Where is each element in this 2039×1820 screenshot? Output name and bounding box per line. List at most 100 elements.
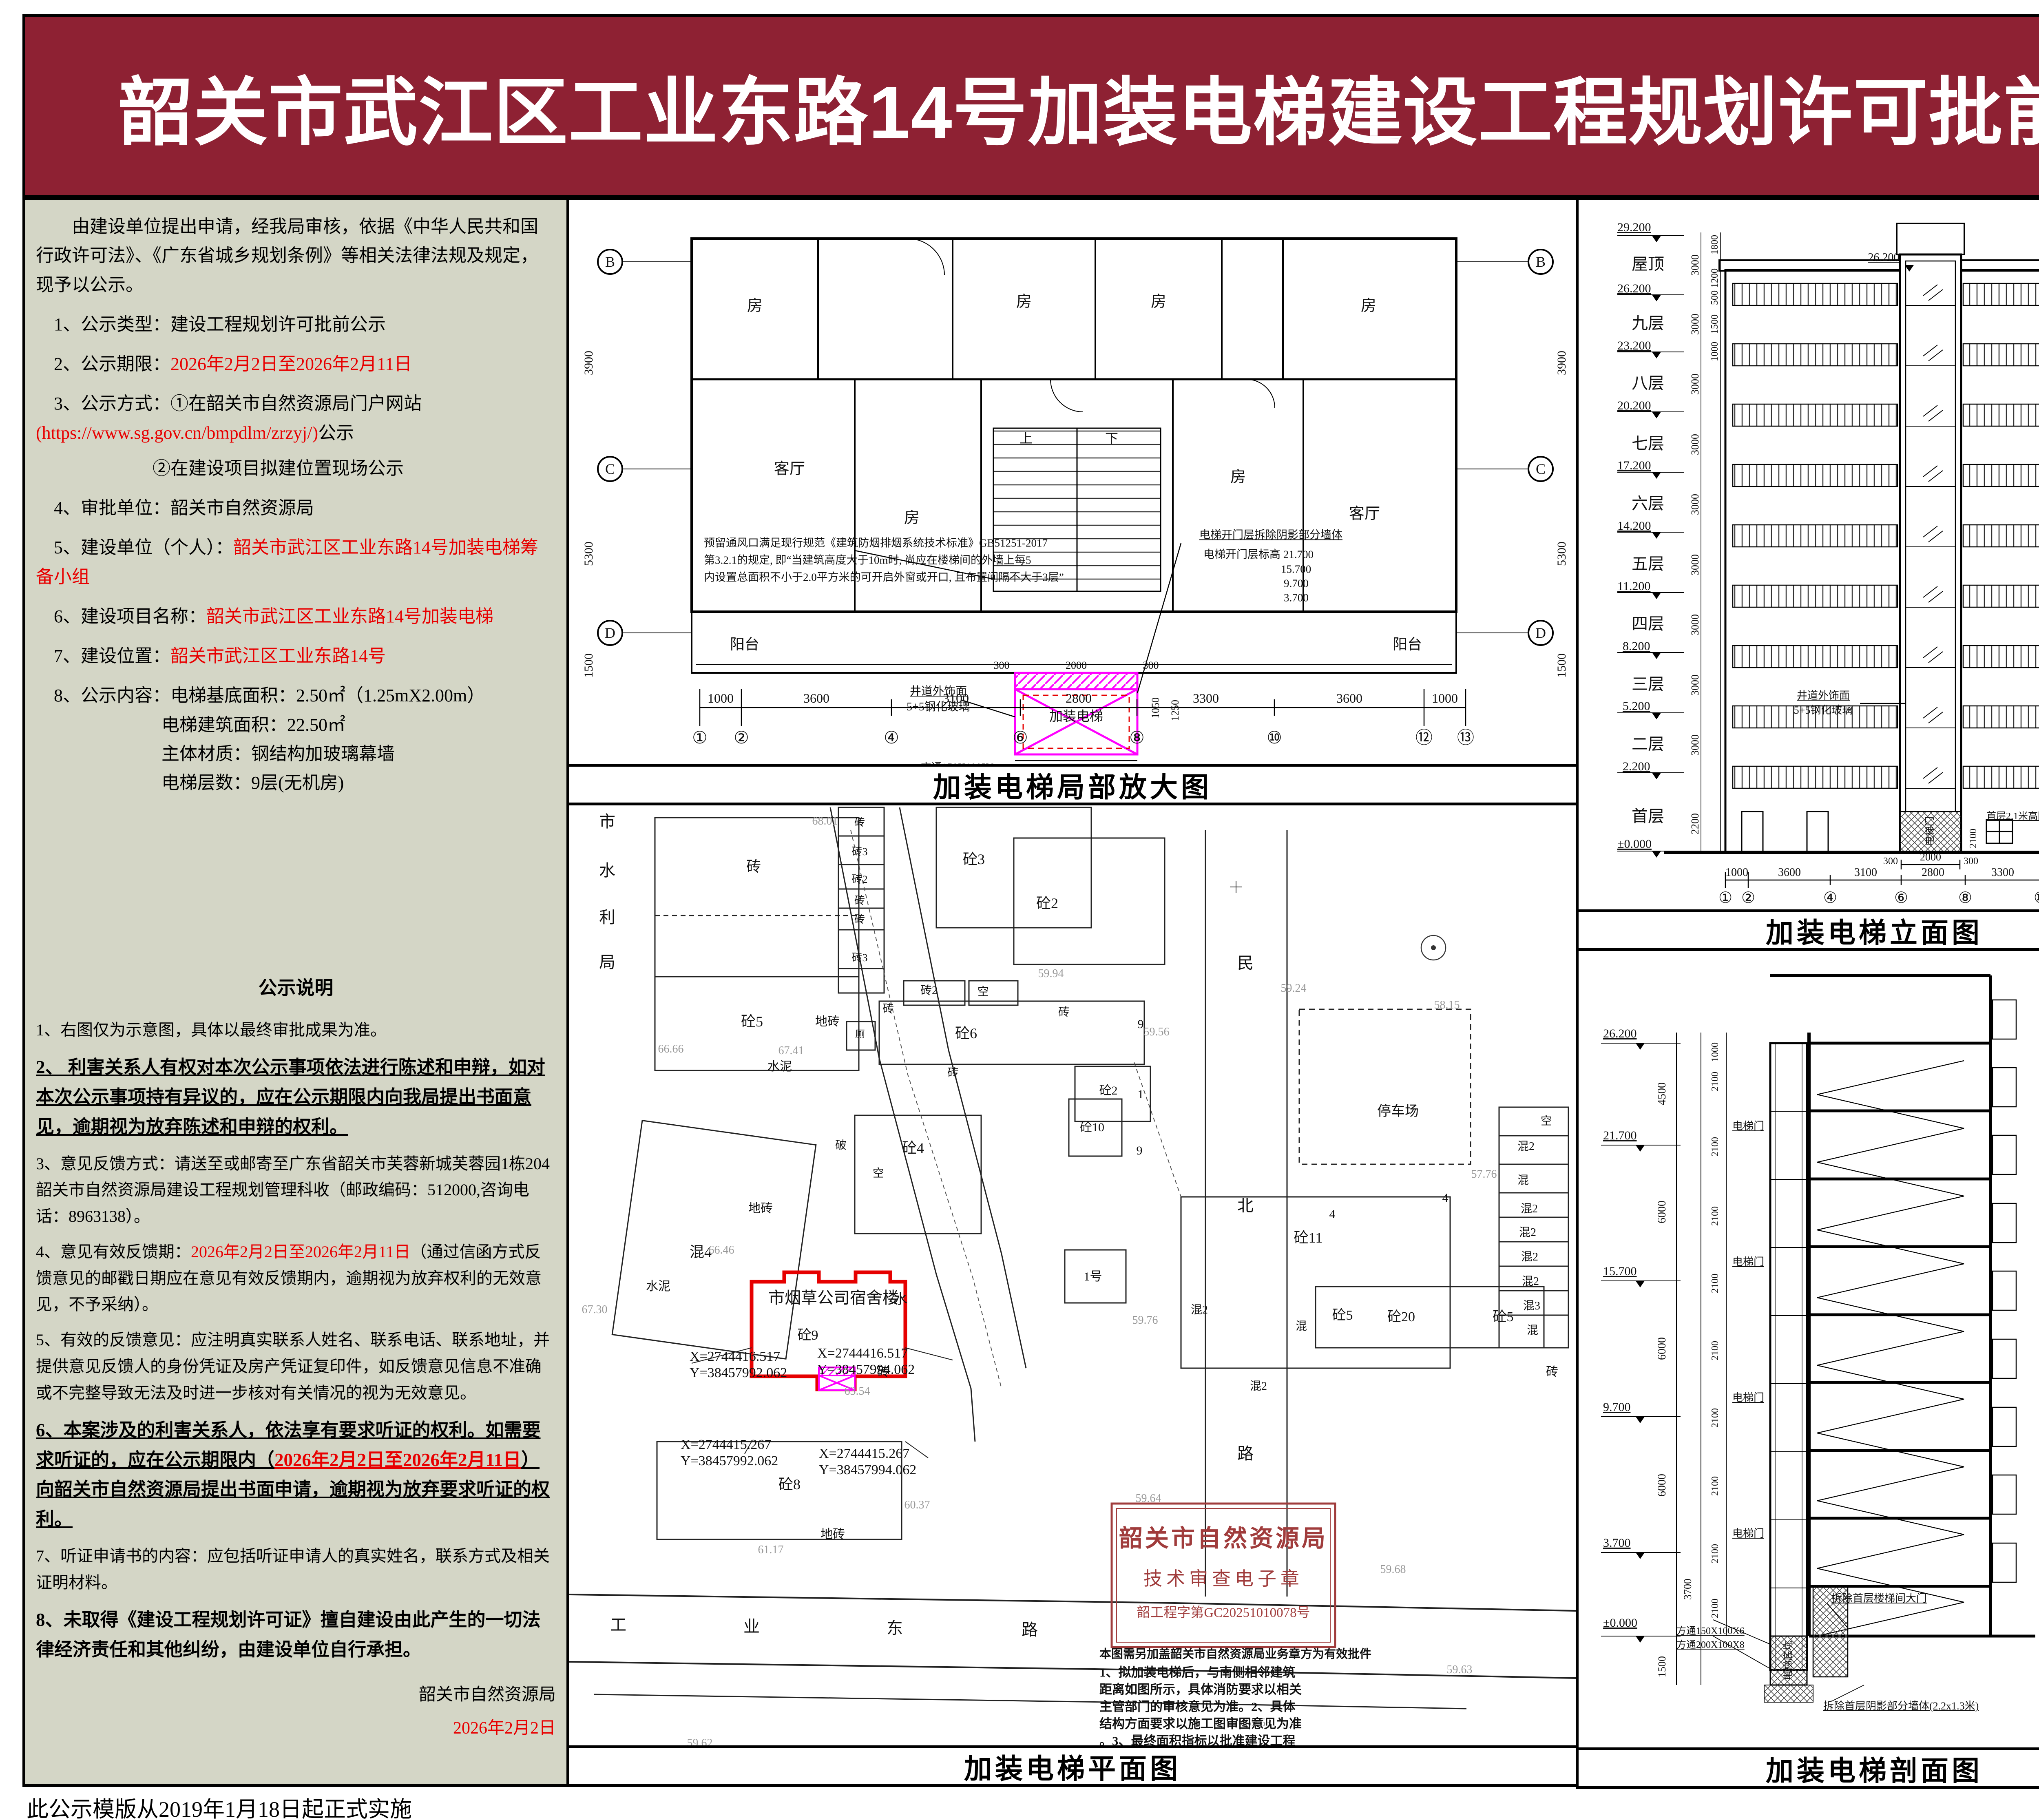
label: 厕 — [855, 1029, 865, 1040]
label: 砼5 — [1493, 1309, 1514, 1325]
label: 混4 — [689, 1244, 712, 1260]
label: 1500 — [1555, 653, 1568, 678]
label: 2100 — [1710, 1206, 1721, 1226]
label: D — [605, 625, 615, 641]
label: 3300 — [1991, 866, 2014, 879]
label: 砖2 — [851, 874, 868, 885]
label: 砼4 — [902, 1140, 924, 1156]
label: 9.700 — [1603, 1400, 1631, 1414]
paragraph: 主体材质：钢结构加玻璃幕墙 — [161, 743, 395, 764]
label: 300 — [1964, 856, 1978, 867]
label: 6000 — [1656, 1474, 1668, 1497]
paragraph: 韶关市自然资源局 — [418, 1685, 573, 1704]
label: 砼2 — [1036, 895, 1059, 911]
label: 1500 — [1709, 314, 1720, 334]
label: 3100 — [943, 691, 969, 705]
label: 水泥 — [646, 1280, 670, 1293]
label: 20.200 — [1617, 399, 1651, 412]
section-caption: 加装电梯剖面图 — [1579, 1747, 2039, 1787]
label: Y=38457994.062 — [819, 1462, 917, 1477]
label: 68.01 — [812, 815, 838, 827]
label: ⑩ — [1267, 729, 1282, 747]
paragraph: 5、建设单位（个人）：韶关市武江区工业东路14号加装电梯筹备小组 — [36, 537, 538, 587]
label: 1 — [1137, 1088, 1144, 1101]
label: 工 — [610, 1616, 626, 1634]
label: Y=38457992.062 — [681, 1453, 778, 1468]
label: 砖 — [854, 895, 865, 907]
label: ② — [1741, 889, 1756, 907]
label: 井道外饰面 — [909, 685, 967, 698]
label: 混2 — [1520, 1203, 1538, 1215]
label: 26.200 — [1617, 282, 1651, 295]
label: 砼6 — [955, 1025, 977, 1042]
label: 地砖 — [820, 1528, 845, 1541]
label: 1000 — [708, 691, 734, 705]
label: 2200 — [1689, 813, 1701, 834]
label: 阳台 — [1392, 636, 1422, 652]
label: 拆除首层阴影部分墙体(2.2x1.3米) — [1823, 1700, 1979, 1712]
label: 60.37 — [904, 1499, 930, 1511]
label: 1800 — [1709, 235, 1720, 254]
sidebar-notice-text: 由建设单位提出申请，经我局审核，依据《中华人民共和国行政许可法》、《广东省城乡规… — [22, 197, 569, 1787]
paragraph: 3、意见反馈方式：请送至或邮寄至广东省韶关市芙蓉新城芙蓉园1栋204韶关市自然资… — [36, 1154, 550, 1226]
paragraph: 5、有效的反馈意见：应注明真实联系人姓名、联系电话、联系地址，并提供意见反馈人的… — [36, 1331, 550, 1402]
label: 1000 — [1709, 342, 1720, 361]
label: 59.24 — [1280, 982, 1307, 995]
footer-left: 此公示模版从2019年1月18日起正式实施 — [27, 1797, 412, 1820]
label: 结构方面要求以施工图审图意见为准 — [1099, 1716, 1302, 1731]
label: ⑥ — [1013, 729, 1028, 747]
label: 67.41 — [778, 1044, 804, 1057]
label: 1、拟加装电梯后，与南侧相邻建筑 — [1099, 1665, 1296, 1680]
label: 3600 — [803, 691, 829, 705]
label: 3000 — [1689, 374, 1701, 395]
paragraph: ②在建设项目拟建位置现场公示 — [153, 458, 404, 478]
siteplan-drawing — [569, 807, 1576, 1709]
label: C — [1535, 461, 1546, 477]
label: 市烟草公司宿舍楼 — [768, 1289, 899, 1307]
label: 3000 — [1689, 254, 1701, 276]
label: 61.17 — [758, 1544, 784, 1556]
label: X=2744416.517 — [817, 1346, 908, 1361]
label: 距离如图所示，具体消防要求以相关 — [1099, 1682, 1302, 1697]
label: 北 — [1237, 1196, 1254, 1215]
label: 民 — [1237, 954, 1254, 972]
sidebar-paragraphs: 由建设单位提出申请，经我局审核，依据《中华人民共和国行政许可法》、《广东省城乡规… — [36, 212, 556, 1742]
label: 空 — [1540, 1115, 1552, 1128]
paragraph: 4、意见有效反馈期：2026年2月2日至2026年2月11日（通过信函方式反馈意… — [36, 1242, 542, 1314]
label: ⑧ — [1129, 729, 1145, 747]
label: ⑩ — [2034, 890, 2039, 906]
label: 6000 — [1656, 1337, 1668, 1360]
label: 2100 — [1710, 1137, 1721, 1157]
label: C — [605, 461, 615, 477]
label: 5.200 — [1623, 699, 1650, 713]
label: 3900 — [582, 351, 595, 375]
label: ⑧ — [1958, 889, 1973, 907]
label: 混 — [1526, 1324, 1539, 1337]
label: 。3、最终面积指标以批准建设工程 — [1099, 1734, 1296, 1748]
label: 3000 — [1689, 314, 1701, 335]
label: 砖3 — [851, 952, 868, 964]
label: 4 — [1329, 1207, 1336, 1221]
paragraph: 7、建设位置：韶关市武江区工业东路14号 — [54, 646, 386, 666]
label: 砖 — [1058, 1006, 1070, 1019]
label: ① — [692, 729, 708, 747]
label: 15.700 — [1281, 563, 1311, 575]
label: 房 — [1150, 293, 1167, 310]
label: 2100 — [1710, 1341, 1721, 1360]
label: 砖2 — [920, 984, 938, 997]
label: 1000 — [1725, 866, 1748, 879]
page-title: 韶关市武江区工业东路14号加装电梯建设工程规划许可批前公示（一） — [118, 71, 2039, 154]
label: 内设置总面积不小于2.0平方米的可开启外窗或开口, 且布置间隔不大于3层” — [704, 571, 1064, 584]
label: 3000 — [1689, 674, 1701, 696]
label: 首层 — [1632, 807, 1664, 825]
label: 14.200 — [1617, 519, 1651, 533]
label: 3.700 — [1284, 591, 1309, 604]
paragraph: 2、 利害关系人有权对本次公示事项依法进行陈述和申辩，如对本次公示事项持有异议的… — [36, 1057, 545, 1137]
label: Y=38457994.062 — [817, 1362, 915, 1377]
label: 方通150X100X6 — [1676, 1626, 1745, 1636]
label: 2000 — [1920, 851, 1941, 863]
label: 2100 — [1968, 829, 1979, 848]
paragraph: 1、右图仅为示意图，具体以最终审批成果为准。 — [36, 1021, 387, 1039]
